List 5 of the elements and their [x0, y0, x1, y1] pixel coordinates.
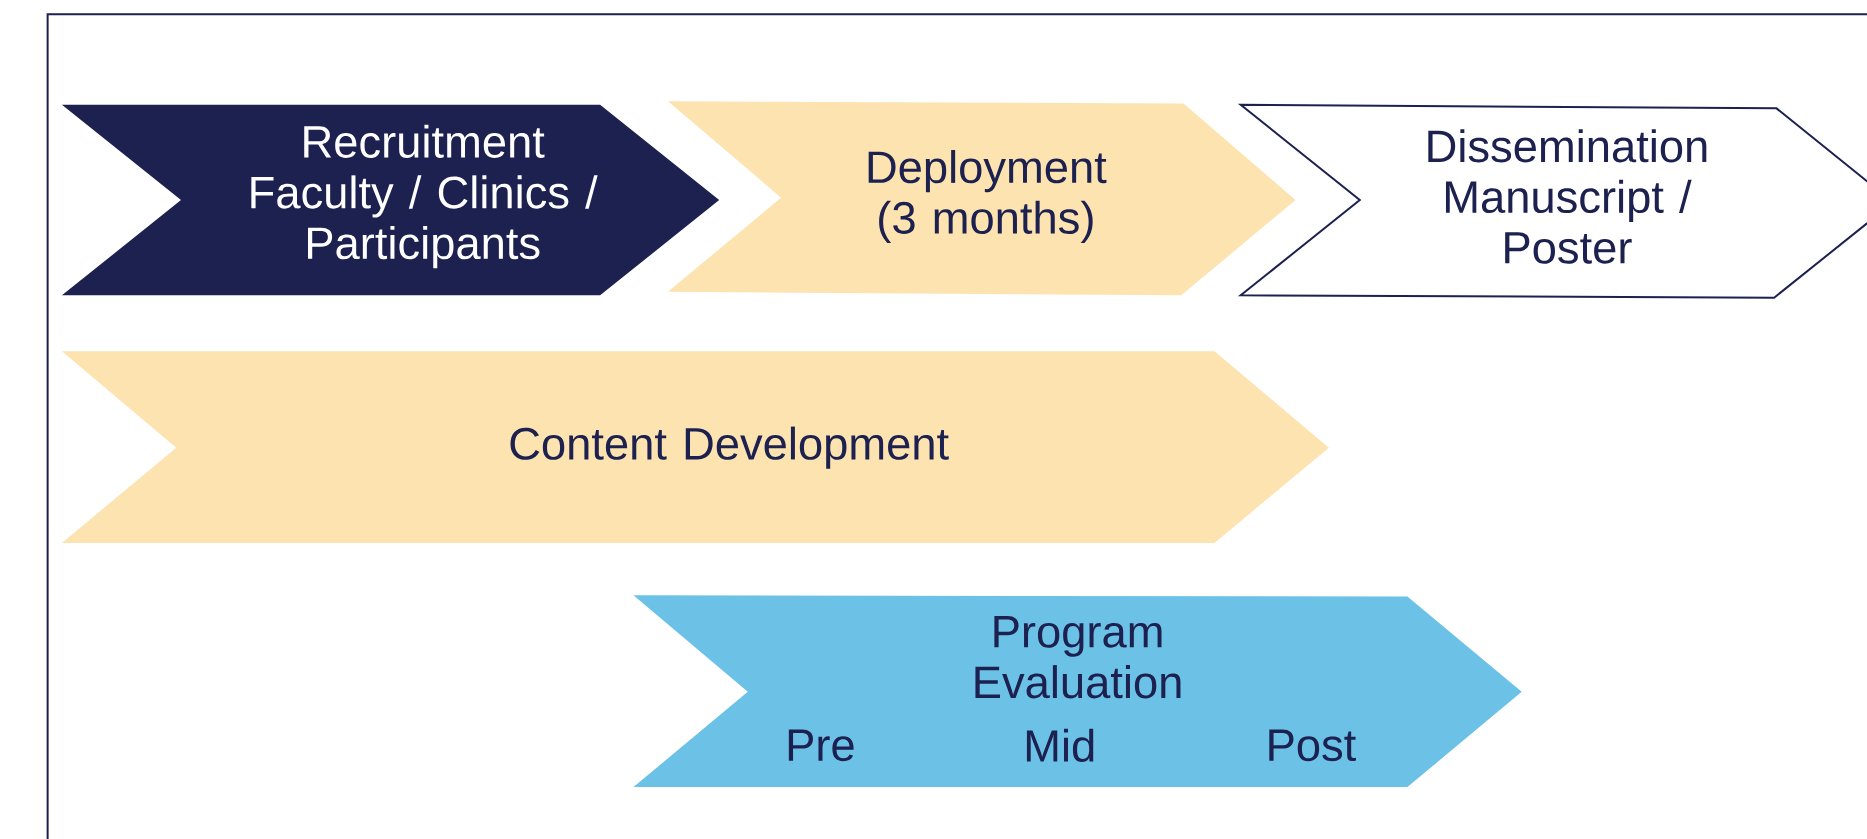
chevron-box: Content Development [61, 351, 1329, 543]
chevron-box: Deployment (3 months) [668, 101, 1296, 296]
chevron-box: Dissemination Manuscript / Poster [1237, 103, 1867, 299]
chevron-box: Recruitment Faculty / Clinics / Participants [61, 104, 720, 296]
chevron-box: Program Evaluation Pre Mid Post [633, 595, 1522, 787]
